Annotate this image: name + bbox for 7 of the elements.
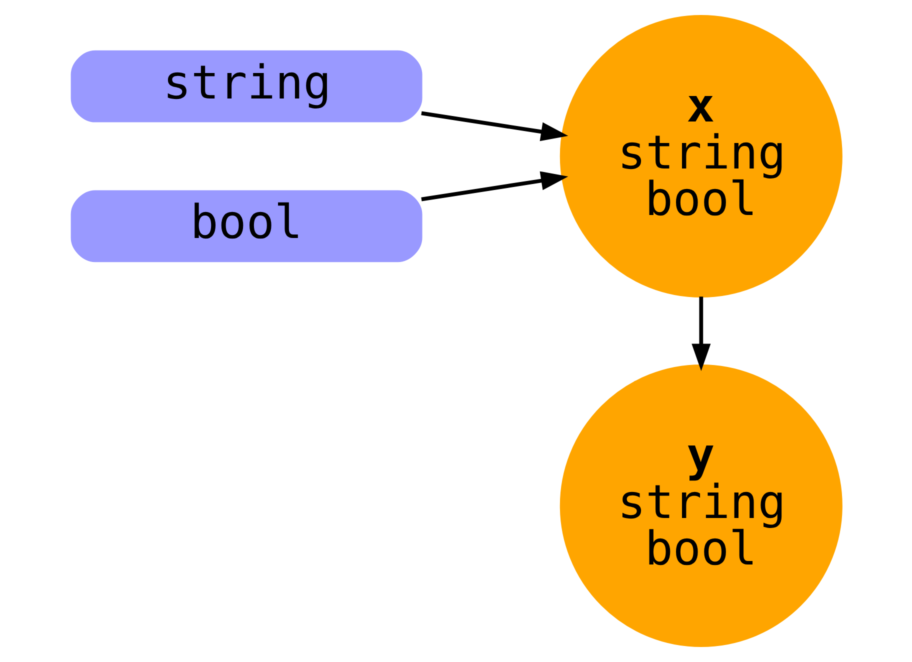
arrow: [691, 296, 710, 372]
node-box: bool: [70, 190, 422, 262]
node-circle: x string bool: [559, 14, 842, 298]
arrow: [420, 111, 568, 142]
arrow: [420, 171, 568, 202]
node-box: string: [70, 50, 422, 122]
node-circle: y string bool: [559, 364, 842, 648]
